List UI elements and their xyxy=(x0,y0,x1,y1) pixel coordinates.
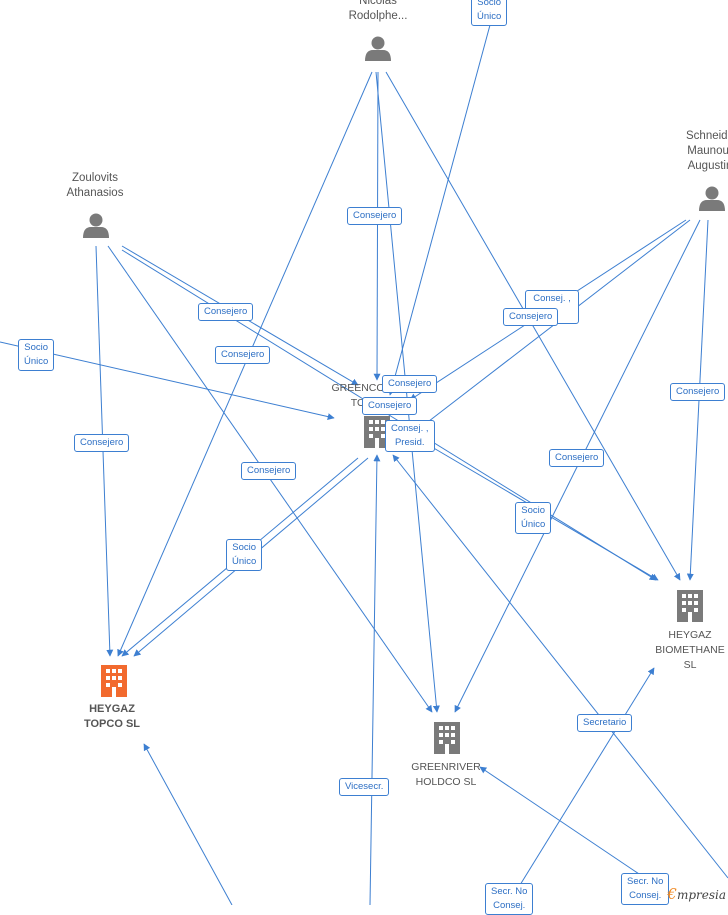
role-badge[interactable]: Consejero xyxy=(670,383,726,401)
role-badge[interactable]: Socio Único xyxy=(515,502,552,534)
role-badge[interactable]: Secr. No Consej. xyxy=(485,883,534,915)
role-badge[interactable]: Socio Único xyxy=(471,0,508,26)
role-badge[interactable]: Vicesecr. xyxy=(339,778,390,796)
edges xyxy=(0,24,728,905)
role-badge[interactable]: Consejero xyxy=(549,449,605,467)
person-icons xyxy=(83,36,725,238)
role-badge[interactable]: Consejero xyxy=(198,303,254,321)
role-badge[interactable]: Consejero xyxy=(503,308,559,326)
company-label-heygaz-topco: HEYGAZ TOPCO SL xyxy=(83,703,141,730)
edge xyxy=(392,454,728,879)
role-badge[interactable]: Consejero xyxy=(74,434,130,452)
person-icon xyxy=(83,213,109,238)
person-icon xyxy=(365,36,391,61)
role-badge[interactable]: Secr. No Consej. xyxy=(621,873,670,905)
company-label-greenriver: GREENRIVER HOLDCO SL xyxy=(411,761,481,788)
building-icon xyxy=(677,590,703,622)
person-label-schneider: Schneide Maunour Augustin xyxy=(686,130,728,172)
role-badge[interactable]: Socio Único xyxy=(18,339,55,371)
role-badge[interactable]: Consejero xyxy=(382,375,438,393)
person-icon xyxy=(699,186,725,211)
building-icon xyxy=(434,722,460,754)
building-icon xyxy=(101,665,127,697)
person-label-zoulovits: Zoulovits Athanasios xyxy=(66,172,124,199)
company-label-heygaz-bio: HEYGAZ BIOMETHANE SL xyxy=(655,629,725,671)
company-label-greencore: GREENCO TO xyxy=(331,382,385,409)
edge xyxy=(388,24,491,396)
edge xyxy=(385,71,681,581)
role-badge[interactable]: Socio Único xyxy=(226,539,263,571)
brand-logo: €mpresia xyxy=(667,885,726,903)
person-label-nicolas: Nicolas Rodolphe... xyxy=(348,0,408,22)
role-badge[interactable]: Secretario xyxy=(577,714,633,732)
role-badge[interactable]: Consejero xyxy=(215,346,271,364)
role-badge[interactable]: Consej. , Presid. xyxy=(385,420,435,452)
edge xyxy=(373,71,381,381)
edge xyxy=(0,341,335,421)
edge xyxy=(369,454,381,905)
edge xyxy=(519,667,655,886)
role-badge[interactable]: Consejero xyxy=(362,397,418,415)
role-badge[interactable]: Consejero xyxy=(347,207,403,225)
edge xyxy=(117,71,373,657)
edge xyxy=(143,743,233,905)
role-badge[interactable]: Consejero xyxy=(241,462,297,480)
edge xyxy=(479,766,649,881)
